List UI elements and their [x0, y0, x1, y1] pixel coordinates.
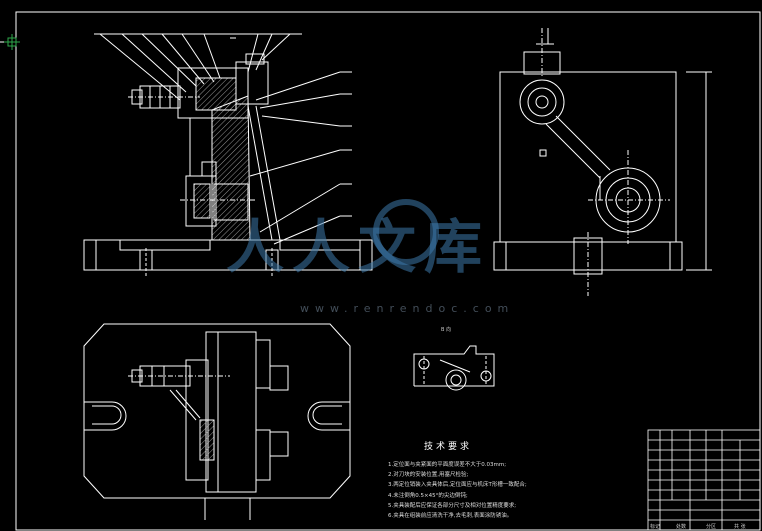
front-view — [83, 33, 373, 276]
technical-requirements-list: 1.定位面与夹紧面的平面度误差不大于0.03mm; 2.对刀块的安装位置,用塞尺… — [388, 460, 527, 521]
top-view — [83, 323, 351, 520]
technical-requirements-title: 技术要求 — [424, 442, 473, 452]
technical-requirement-item: 1.定位面与夹紧面的平面度误差不大于0.03mm; — [388, 462, 507, 468]
side-view — [493, 28, 712, 296]
view-b-label: B 向 — [441, 327, 452, 333]
frame-corner-marker — [4, 34, 20, 50]
watermark-logo — [373, 199, 439, 265]
title-block-label: 分区 — [706, 523, 716, 530]
watermark-url: www.renrendoc.com — [300, 302, 515, 315]
technical-requirement-item: 3.两定位销装入夹具体后,定位面应与机床T形槽一致配合; — [388, 482, 527, 489]
title-block-label: 处数 — [676, 523, 686, 530]
title-block — [647, 429, 761, 531]
technical-requirement-item: 5.夹具装配后应保证各部分尺寸及相对位置精度要求; — [388, 502, 517, 509]
view-b-detail — [413, 345, 495, 391]
title-block-label: 标记 — [650, 523, 660, 530]
technical-requirement-item: 2.对刀块的安装位置,用塞尺检验; — [388, 472, 469, 479]
technical-requirement-item: 6.夹具在组装前应清洗干净,去毛刺,表面涂防锈油。 — [388, 513, 513, 520]
technical-requirement-item: 4.未注倒角0.5×45°的尖边倒钝; — [388, 492, 468, 499]
watermark-text: 人人文库 — [226, 213, 491, 281]
title-block-label: 共 张 — [734, 523, 746, 530]
